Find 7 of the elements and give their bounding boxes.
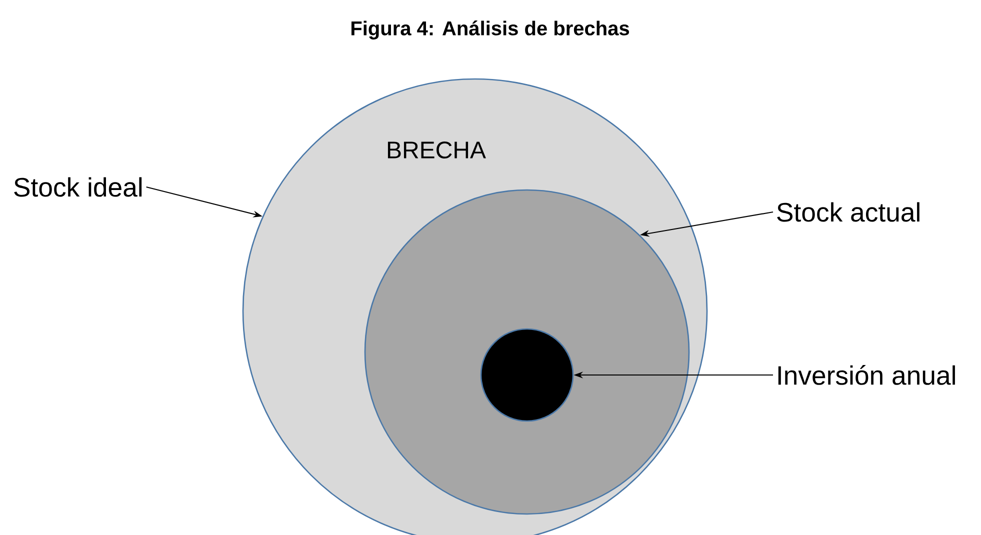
callout-text: Inversión anual (778, 365, 955, 385)
callout-text: Stock actual (777, 202, 920, 222)
circle-label: BRECHA (388, 141, 486, 158)
callout-text: Stock ideal (14, 177, 142, 197)
circle (364, 189, 690, 515)
title: Figura 4: Análisis de brechas (351, 20, 629, 40)
circle (480, 328, 574, 422)
